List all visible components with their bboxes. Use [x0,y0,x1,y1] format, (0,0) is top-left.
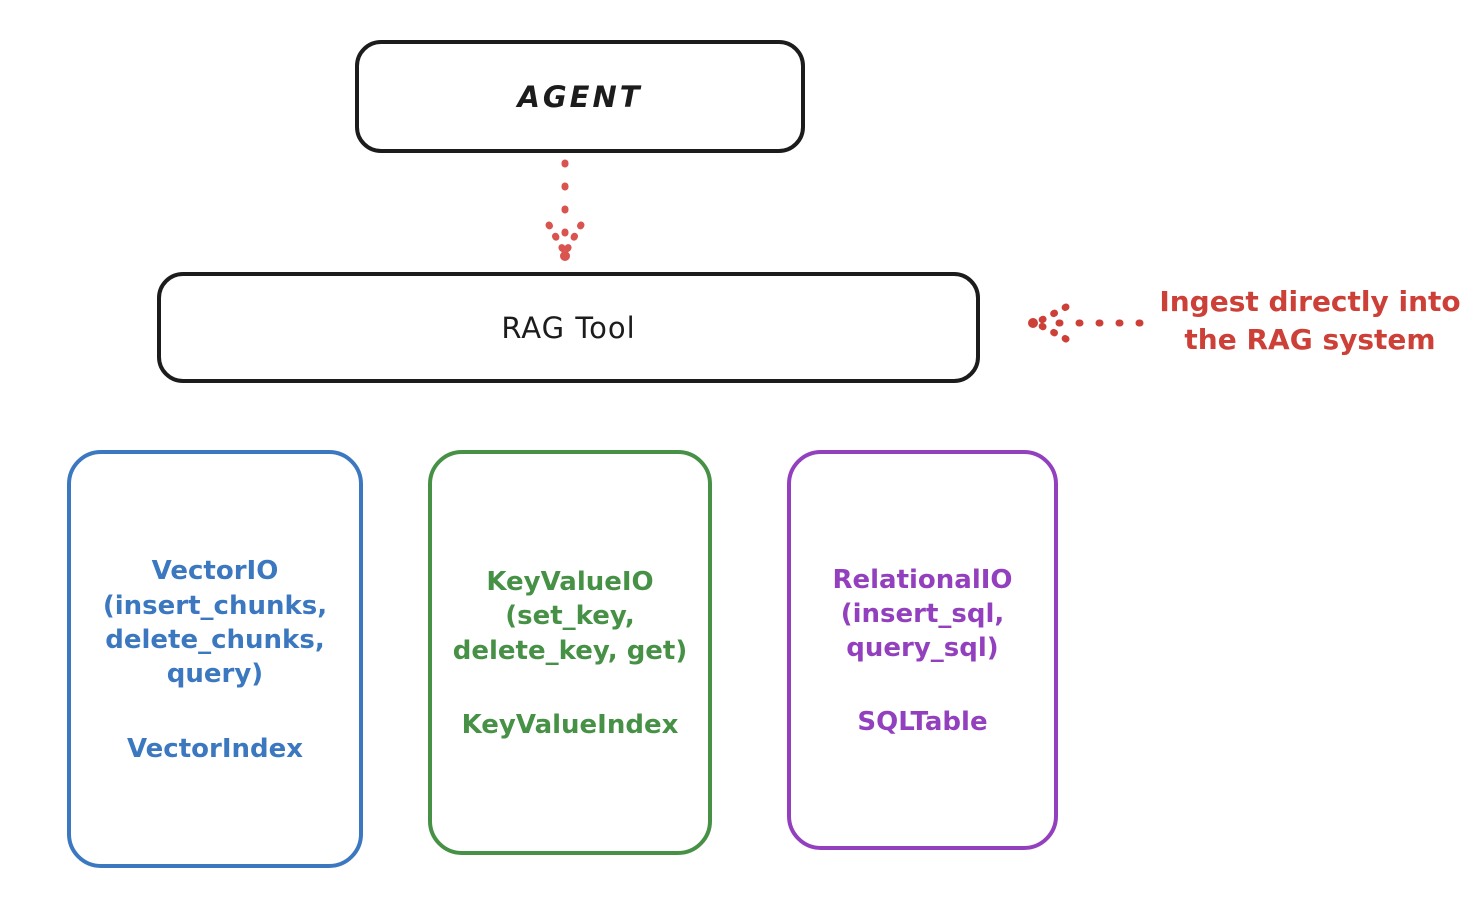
node-agent[interactable]: AGENT [355,40,805,153]
node-rag-tool-label: RAG Tool [501,310,636,345]
node-key-value-io-api-label: KeyValueIO (set_key, delete_key, get) [452,567,688,666]
node-relational-io-body: RelationalIO (insert_sql, query_sql) SQL… [791,563,1054,738]
node-vector-io[interactable]: VectorIO (insert_chunks, delete_chunks, … [67,450,363,868]
node-vector-io-body: VectorIO (insert_chunks, delete_chunks, … [71,554,359,763]
node-agent-label: AGENT [517,79,643,114]
node-key-value-io-body: KeyValueIO (set_key, delete_key, get) Ke… [432,565,708,740]
node-relational-io-index-label: SQLTable [857,707,988,738]
connector-agent-to-rag-tool-icon [545,159,585,261]
node-key-value-io-index-label: KeyValueIndex [461,709,679,740]
node-rag-tool[interactable]: RAG Tool [157,272,980,383]
annotation-label: Ingest directly into the RAG system [1159,285,1461,356]
node-vector-io-index-label: VectorIndex [126,733,304,764]
annotation-arrow-icon [1028,303,1144,343]
node-relational-io[interactable]: RelationalIO (insert_sql, query_sql) SQL… [787,450,1058,850]
node-relational-io-api-label: RelationalIO (insert_sql, query_sql) [832,564,1013,664]
node-key-value-io[interactable]: KeyValueIO (set_key, delete_key, get) Ke… [428,450,712,855]
node-vector-io-api-label: VectorIO (insert_chunks, delete_chunks, … [102,556,328,690]
